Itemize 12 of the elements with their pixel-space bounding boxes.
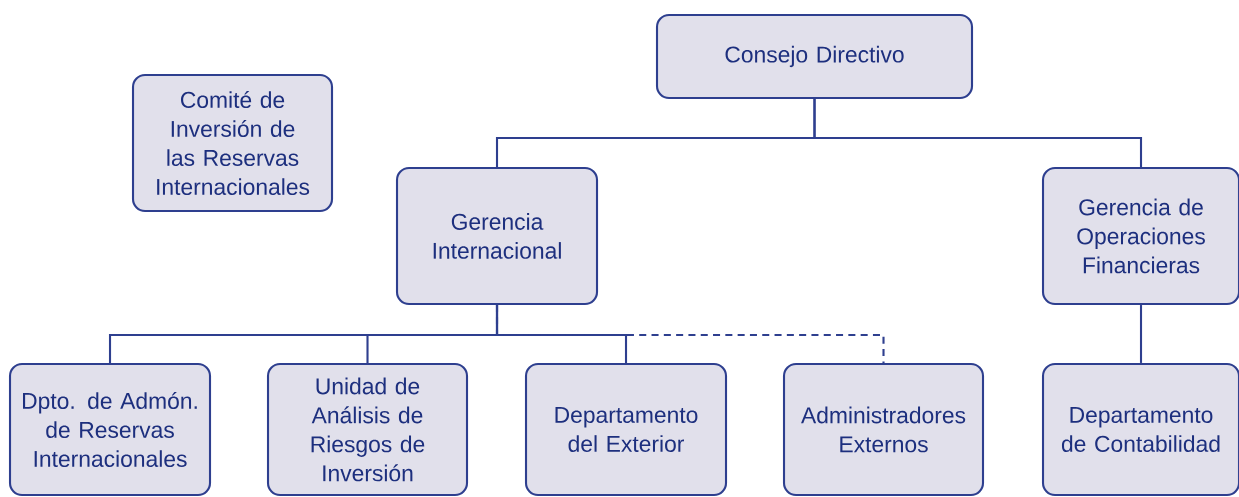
org-box: Gerencia Internacional (395, 166, 599, 306)
org-box: Dpto. de Admón. de Reservas Internacionales (8, 362, 212, 497)
connector-line (1139, 305, 1143, 363)
org-box: Unidad de Análisis de Riesgos de Inversión (266, 362, 469, 497)
org-box: Departamento del Exterior (524, 362, 728, 497)
connector-line (495, 305, 885, 363)
org-box: Gerencia de Operaciones Financieras (1041, 166, 1239, 306)
org-box: Departamento de Contabilidad (1041, 362, 1239, 497)
org-box: Comité de Inversión de las Reservas Internacionales (131, 73, 334, 213)
org-box: Consejo Directivo (655, 13, 974, 100)
connector-line (813, 99, 1143, 167)
org-box: Administradores Externos (782, 362, 985, 497)
